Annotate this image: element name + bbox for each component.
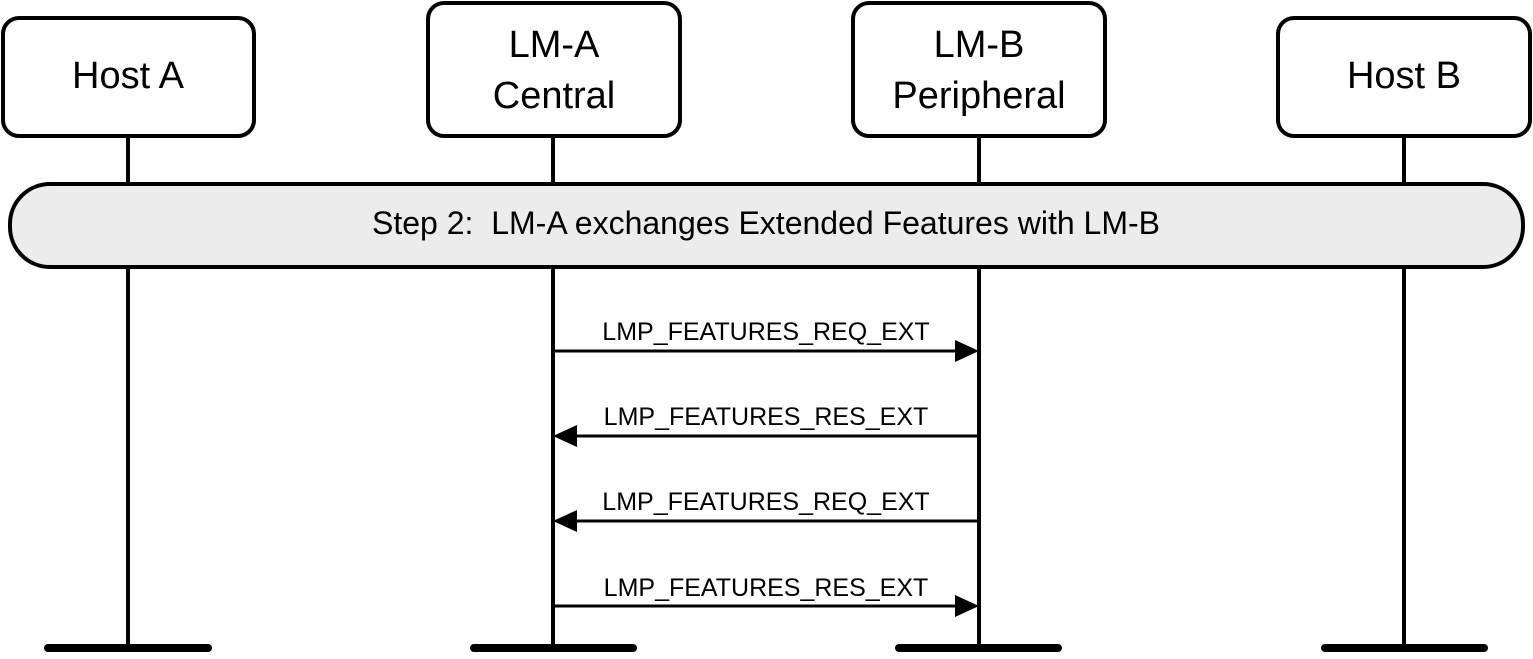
- arrowhead-left-icon: [553, 510, 577, 532]
- step-banner-box: [8, 182, 1525, 269]
- participant-host-b: Host B: [1276, 16, 1532, 138]
- message-label: LMP_FEATURES_REQ_EXT: [602, 318, 929, 346]
- message-label: LMP_FEATURES_REQ_EXT: [602, 488, 929, 516]
- arrowhead-right-icon: [955, 595, 979, 617]
- message-label: LMP_FEATURES_RES_EXT: [604, 574, 929, 602]
- participant-box: [851, 1, 1107, 138]
- message-4: LMP_FEATURES_RES_EXT: [553, 574, 979, 617]
- participant-lm-b: LM-B Peripheral: [851, 1, 1107, 138]
- participant-host-a: Host A: [1, 16, 256, 138]
- participant-label-lm-b-line1: LM-B: [934, 24, 1025, 66]
- step-label: Step 2: LM-A exchanges Extended Features…: [372, 205, 1160, 241]
- participant-label-host-a: Host A: [72, 55, 185, 97]
- participant-label-host-b: Host B: [1347, 55, 1461, 97]
- message-label: LMP_FEATURES_RES_EXT: [604, 403, 929, 431]
- participant-label-lm-a-line1: LM-A: [509, 24, 600, 66]
- step-banner: Step 2: LM-A exchanges Extended Features…: [8, 182, 1525, 269]
- participant-box: [1, 16, 256, 138]
- participant-box: [426, 1, 682, 138]
- participant-label-lm-a-line2: Central: [493, 75, 616, 117]
- arrowhead-right-icon: [955, 340, 979, 362]
- participant-box: [1276, 16, 1532, 138]
- participant-label-lm-b-line2: Peripheral: [892, 75, 1065, 117]
- participant-lm-a: LM-A Central: [426, 1, 682, 138]
- arrowhead-left-icon: [553, 425, 577, 447]
- message-2: LMP_FEATURES_RES_EXT: [553, 403, 979, 447]
- message-1: LMP_FEATURES_REQ_EXT: [553, 318, 979, 362]
- message-3: LMP_FEATURES_REQ_EXT: [553, 488, 979, 532]
